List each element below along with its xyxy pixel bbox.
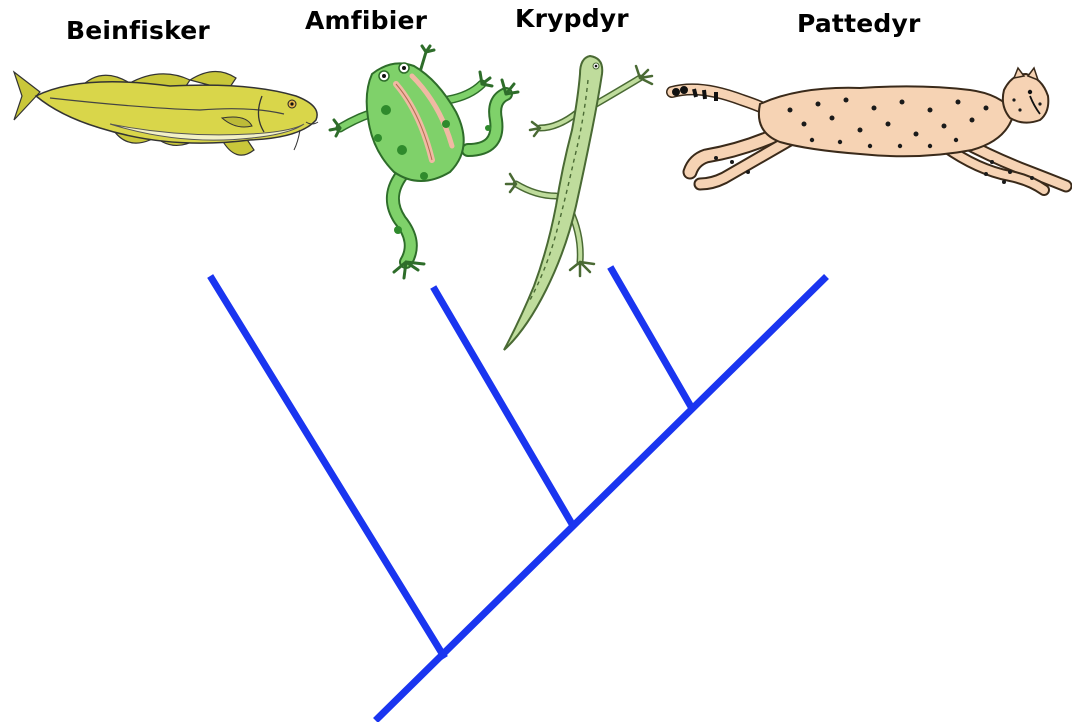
branch-krypdyr — [612, 270, 690, 405]
taxon-label-krypdyr: Krypdyr — [515, 4, 629, 33]
taxon-label-pattedyr: Pattedyr — [797, 9, 921, 38]
cheetah-illustration — [672, 68, 1066, 190]
branch-beinfisker — [212, 279, 443, 655]
fish-illustration — [14, 71, 318, 155]
frog-illustration — [330, 46, 518, 278]
taxon-label-amfibier: Amfibier — [305, 6, 427, 35]
cladogram-tree — [212, 270, 824, 718]
branch-amfibier — [435, 290, 572, 524]
taxon-label-beinfisker: Beinfisker — [66, 16, 210, 45]
